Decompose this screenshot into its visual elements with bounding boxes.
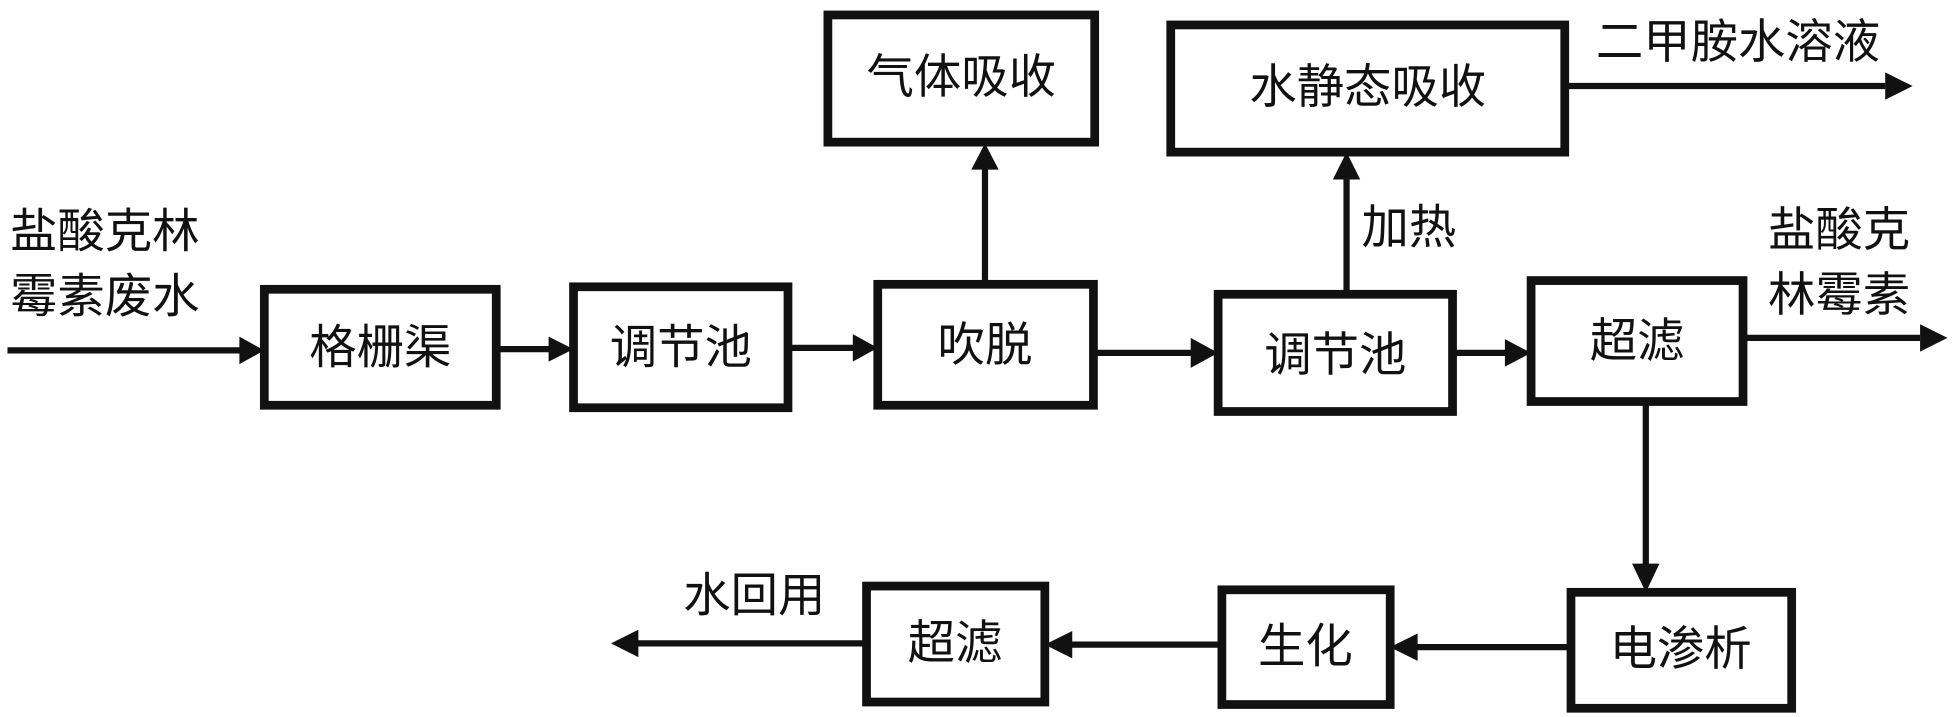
- box-water-static-absorption: 水静态吸收: [1166, 20, 1570, 157]
- box-grille: 格栅渠: [259, 284, 501, 410]
- input-label-line2: 霉素废水: [10, 269, 199, 324]
- box-gas-absorption-label: 气体吸收: [867, 50, 1056, 105]
- heating-label: 加热: [1362, 201, 1457, 256]
- box-equalization2-label: 调节池: [1264, 328, 1406, 383]
- box-water-static-absorption-label: 水静态吸收: [1249, 60, 1486, 115]
- box-equalization2: 调节池: [1213, 289, 1457, 416]
- arrow-input-to-grille: [7, 336, 265, 365]
- dimethylamine-output-label: 二甲胺水溶液: [1596, 15, 1880, 70]
- arrow-equalization2-to-ultrafiltration1: [1452, 339, 1532, 367]
- box-biochemical: 生化: [1217, 585, 1395, 709]
- product-output-label-line1: 盐酸克: [1768, 203, 1910, 258]
- box-equalization1: 调节池: [569, 282, 793, 413]
- water-reuse-label: 水回用: [683, 569, 825, 624]
- arrow-to-water-reuse: [610, 629, 867, 658]
- arrow-electrodialysis-to-biochemical: [1390, 633, 1571, 661]
- box-stripping-label: 吹脱: [938, 318, 1033, 373]
- box-electrodialysis: 电渗析: [1566, 587, 1797, 713]
- box-ultrafiltration2-label: 超滤: [908, 616, 1003, 671]
- arrow-stripping-to-gas-absorption: [971, 143, 999, 285]
- arrow-equalization2-to-water-static-absorption: [1332, 152, 1361, 295]
- input-label-line1: 盐酸克林: [10, 204, 199, 259]
- box-ultrafiltration2: 超滤: [862, 581, 1050, 707]
- box-electrodialysis-label: 电渗析: [1610, 622, 1752, 677]
- box-equalization1-label: 调节池: [610, 320, 752, 375]
- arrow-stripping-to-equalization2: [1093, 337, 1219, 368]
- arrow-biochemical-to-ultrafiltration2: [1044, 630, 1222, 659]
- box-ultrafiltration1-label: 超滤: [1590, 314, 1685, 369]
- box-biochemical-label: 生化: [1258, 620, 1353, 675]
- box-gas-absorption: 气体吸收: [823, 10, 1100, 147]
- box-stripping: 吹脱: [873, 279, 1098, 410]
- arrow-ultrafiltration1-to-electrodialysis: [1632, 401, 1660, 593]
- arrow-equalization1-to-stripping: [787, 334, 878, 362]
- box-grille-label: 格栅渠: [309, 320, 451, 375]
- arrow-to-dimethylamine-output: [1564, 72, 1913, 100]
- arrow-grille-to-equalization1: [496, 336, 574, 362]
- box-ultrafiltration1: 超滤: [1526, 276, 1748, 406]
- product-output-label-line2: 林霉素: [1768, 268, 1910, 323]
- arrow-to-product-output: [1743, 324, 1948, 352]
